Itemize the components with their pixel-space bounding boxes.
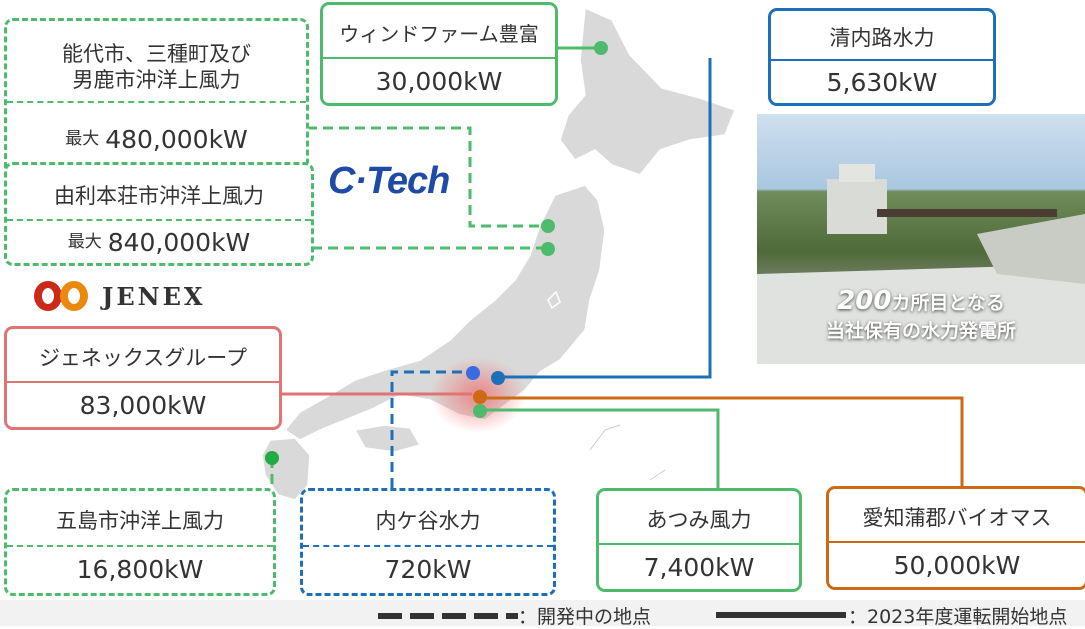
divider [771, 59, 993, 61]
marker-noshiro [541, 219, 555, 233]
connector-uchigaya [390, 370, 472, 488]
site-name-jenex-group: ジェネックスグループ [38, 345, 248, 370]
connector-noshiro [307, 126, 548, 228]
caption-number: 200 [837, 286, 892, 316]
capacity-prefix: 最大 [67, 232, 102, 253]
marker-gamagori [473, 390, 487, 404]
connector-gamagori [480, 396, 964, 488]
site-name-kiyouchiji: 清内路水力 [829, 25, 935, 50]
divider [599, 543, 799, 545]
divider [7, 381, 279, 383]
legend-dashed-line [378, 613, 518, 619]
site-card-atsumi: あつみ風力 7,400kW [596, 488, 802, 592]
site-name-atsumi: あつみ風力 [646, 507, 752, 532]
marker-kiyouchiji [491, 371, 505, 385]
caption-line1: カ所目となる [891, 292, 1005, 314]
site-name-yurihonjo: 由利本荘市沖洋上風力 [54, 183, 264, 208]
site-capacity-yurihonjo: 最大 840,000kW [7, 221, 311, 265]
ctech-logo: C·Tech [328, 160, 450, 202]
hydro-plant-photo: 200カ所目となる 当社保有の水力発電所 [757, 114, 1085, 364]
capacity-prefix: 最大 [65, 129, 100, 150]
connector-atsumi [480, 408, 720, 488]
site-capacity-noshiro: 最大 480,000kW [7, 105, 306, 175]
marker-yurihonjo [541, 242, 555, 256]
caption-line2: 当社保有の水力発電所 [825, 320, 1016, 343]
site-card-gamagori: 愛知蒲郡バイオマス 50,000kW [826, 486, 1085, 590]
site-name-goto: 五島市沖洋上風力 [56, 508, 224, 533]
jenex-logo: JENEX [32, 278, 206, 314]
okinawa-inset-lines [589, 424, 666, 481]
divider [7, 545, 273, 547]
site-name-uchigaya: 内ケ谷水力 [375, 508, 481, 533]
site-name-noshiro: 能代市、三種町及び 男鹿市沖洋上風力 [7, 31, 306, 103]
marker-goto [265, 451, 279, 465]
site-card-goto: 五島市沖洋上風力 16,800kW [4, 488, 276, 596]
divider [7, 101, 306, 103]
photo-caption: 200カ所目となる 当社保有の水力発電所 [757, 284, 1085, 345]
site-name-line1: 能代市、三種町及び [62, 41, 251, 66]
site-capacity-atsumi: 7,400kW [643, 553, 755, 583]
marker-atsumi [473, 404, 487, 418]
legend-solid-line [716, 612, 846, 618]
legend-solid-label: ：2023年度運転開始地点 [848, 606, 1068, 628]
site-card-jenex-group: ジェネックスグループ 83,000kW [4, 326, 282, 430]
divider [829, 541, 1085, 543]
marker-uchigaya [466, 366, 480, 380]
site-capacity-toyotomi: 30,000kW [375, 67, 503, 97]
site-card-uchigaya: 内ケ谷水力 720kW [300, 488, 556, 596]
divider [303, 545, 553, 547]
capacity-value: 480,000kW [105, 125, 248, 155]
hydro-plant-illustration [757, 164, 1085, 364]
site-capacity-gamagori: 50,000kW [893, 551, 1021, 581]
site-capacity-kiyouchiji: 5,630kW [826, 68, 938, 98]
jenex-logo-mark [34, 281, 88, 311]
divider [7, 219, 311, 221]
site-name-line2: 男鹿市沖洋上風力 [72, 68, 241, 92]
site-card-toyotomi: ウィンドファーム豊富 30,000kW [320, 2, 558, 106]
capacity-value: 840,000kW [107, 228, 251, 258]
legend-dashed-label: ：開発中の地点 [518, 606, 652, 628]
divider [323, 57, 555, 59]
jenex-logo-word: JENEX [102, 281, 206, 311]
site-capacity-uchigaya: 720kW [384, 555, 472, 585]
marker-toyotomi [594, 41, 608, 55]
site-name-gamagori: 愛知蒲郡バイオマス [862, 505, 1052, 530]
site-card-yurihonjo: 由利本荘市沖洋上風力 最大 840,000kW [4, 162, 314, 266]
connector-kiyouchiji [498, 58, 712, 379]
site-capacity-goto: 16,800kW [76, 555, 204, 585]
site-card-noshiro: 能代市、三種町及び 男鹿市沖洋上風力 最大 480,000kW [4, 18, 309, 178]
site-card-kiyouchiji: 清内路水力 5,630kW [768, 8, 996, 106]
site-name-toyotomi: ウィンドファーム豊富 [339, 21, 539, 46]
site-capacity-jenex-group: 83,000kW [79, 391, 207, 421]
map-legend: ：開発中の地点 ：2023年度運転開始地点 [0, 600, 1085, 628]
